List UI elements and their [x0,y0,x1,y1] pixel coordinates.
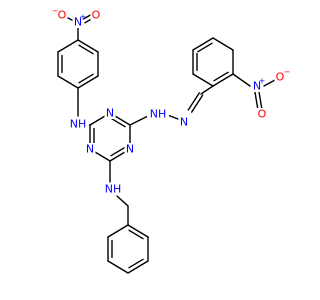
nitro-o-label: O [92,9,101,22]
benzylamino-nh-label: NH [105,183,122,196]
label-mask [178,116,190,128]
hydrazine-nh-label: NH [150,108,167,121]
label-mask [67,117,89,131]
n-to-ch-double-bond [190,94,204,113]
label-mask [72,16,84,28]
label-mask [56,9,68,21]
ring-a-bond [57,75,79,89]
ring-b-inner-bond [213,71,229,82]
triazine-n-label: N [86,143,94,156]
ring-b-bond [212,37,234,51]
ring-b-bond [212,73,234,87]
ring-a-bond [57,39,79,53]
label-mask [274,71,286,83]
label-mask [104,107,116,119]
ring-a-inner-bond [78,44,94,55]
plus-charge-label: + [259,77,266,86]
nitro-o-label: O [258,108,267,121]
ring-b-bond [192,37,214,51]
anilino-nh-label: NH [70,118,87,131]
label-mask [251,80,263,92]
triazine-inner-bond [110,146,126,157]
ring-a-inner-bond [78,73,94,84]
hydrazone-n-label: N [180,116,188,129]
ch-to-ring-b-bond [200,85,214,95]
label-mask [84,143,96,155]
ring-c-bond [127,260,149,274]
n-to-ch-double-bond [187,92,201,111]
nitro-n-plus-label: N [74,16,82,29]
nitro-o-minus-label: O [276,71,285,84]
nitro-b-o-double-bond [254,91,259,112]
ring-c-bond [107,224,129,238]
label-mask [102,182,124,196]
ring-c-bond [107,260,129,274]
bond-layer [57,14,276,274]
minus-charge-label: − [52,7,59,16]
label-mask [124,143,136,155]
minus-charge-label: − [284,68,291,77]
nitro-n-plus-label: N [253,80,261,93]
ring-a-bond [77,75,99,89]
triazine-n-label: N [106,107,114,120]
ring-b-bond [192,73,214,87]
triazine-to-nh-bond [129,114,151,126]
ring-b-to-nitro-bond [232,73,251,87]
ring-a-bond [77,39,99,53]
nh-to-ch2-bond [116,195,129,207]
ring-c-inner-bond [128,258,144,269]
nitro-o-minus-label: O [58,9,67,22]
triazine-inner-bond [110,117,126,128]
plus-charge-label: + [80,13,87,22]
nitro-b-o-double-bond [258,90,263,111]
label-mask [147,107,169,121]
label-mask [90,9,102,21]
ring-c-bond [127,224,149,238]
ring-c-inner-bond [128,229,144,240]
nitro-b-o-minus-bond [263,79,276,87]
triazine-n-label: N [126,143,134,156]
nitro-a-o-double-bond [82,14,91,20]
label-mask [256,108,268,120]
ring-b-inner-bond [197,42,213,53]
